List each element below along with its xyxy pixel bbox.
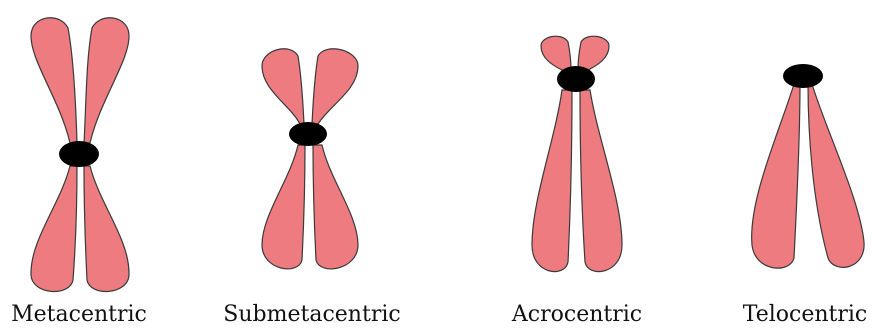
lower-left-arm [31, 166, 77, 291]
right-arm [808, 84, 864, 267]
centromere [59, 141, 99, 167]
upper-left-arm [31, 18, 77, 143]
left-arm [752, 84, 800, 268]
chromosome-submetacentric [262, 49, 358, 269]
chromosome-acrocentric [532, 36, 622, 271]
upper-right-arm [578, 36, 609, 70]
label-acrocentric: Acrocentric [512, 303, 642, 327]
lower-right-arm [84, 166, 129, 291]
centromere [557, 66, 595, 92]
upper-right-arm [312, 49, 358, 124]
upper-right-arm [84, 18, 129, 143]
upper-left-arm [541, 36, 571, 70]
label-submetacentric: Submetacentric [223, 303, 400, 327]
lower-left-arm [262, 145, 305, 269]
chromosome-metacentric [31, 18, 129, 292]
chromosome-telocentric [752, 64, 864, 268]
lower-left-arm [532, 90, 572, 272]
centromere [783, 64, 823, 88]
upper-left-arm [262, 49, 304, 124]
label-telocentric: Telocentric [743, 303, 868, 327]
centromere [289, 122, 327, 146]
label-metacentric: Metacentric [11, 303, 147, 327]
lower-right-arm [313, 145, 358, 269]
lower-right-arm [580, 90, 622, 272]
